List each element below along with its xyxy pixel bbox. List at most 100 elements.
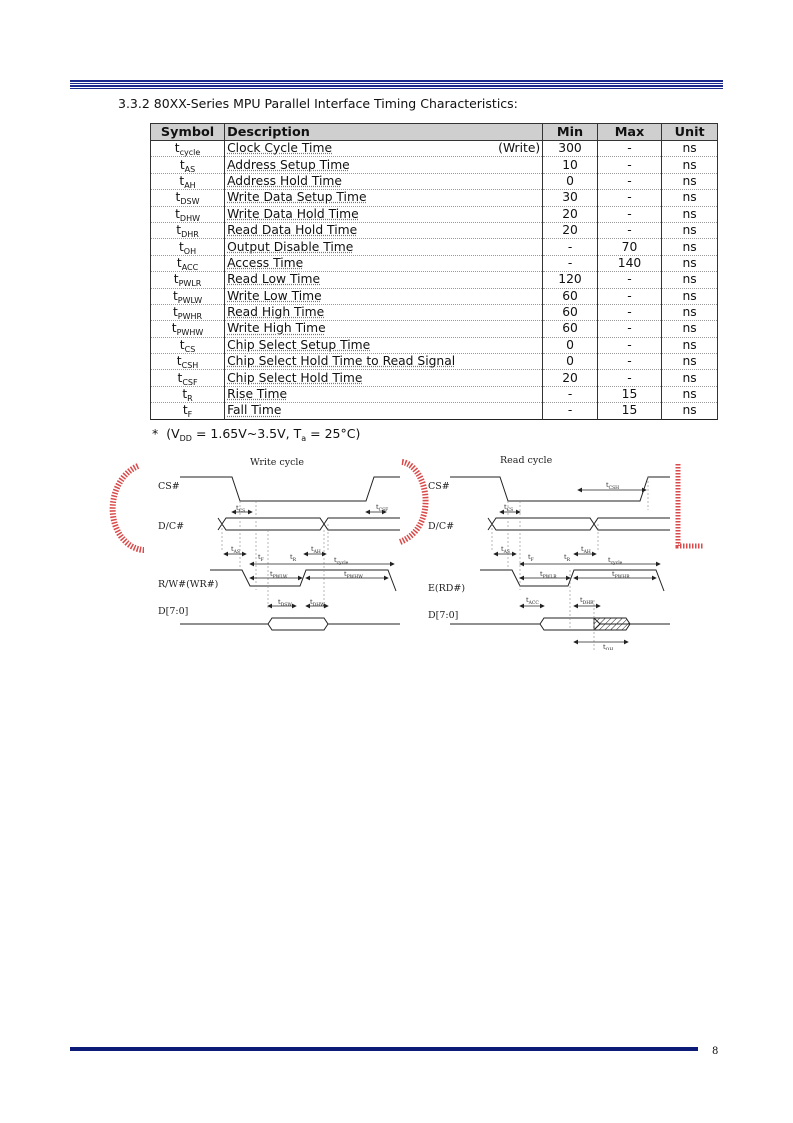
- svg-text:tAH: tAH: [311, 545, 321, 555]
- symbol-cell: tCSF: [149, 369, 226, 387]
- symbol-cell: tDSW: [149, 189, 226, 207]
- min-cell: -: [542, 238, 598, 256]
- min-cell: 300: [542, 140, 598, 158]
- read-data-hatch: [593, 617, 631, 631]
- unit-cell: ns: [661, 255, 718, 273]
- unit-cell: ns: [661, 304, 718, 322]
- svg-text:tR: tR: [564, 553, 571, 563]
- footer-rule: [70, 1047, 698, 1051]
- svg-text:tCSF: tCSF: [376, 503, 388, 513]
- section-title: 3.3.2 80XX-Series MPU Parallel Interface…: [118, 96, 518, 111]
- min-cell: -: [542, 402, 598, 420]
- min-cell: 60: [542, 304, 598, 322]
- symbol-cell: tAH: [149, 173, 226, 191]
- svg-text:tPWLW: tPWLW: [270, 570, 288, 580]
- description-cell: Chip Select Setup Time: [224, 337, 544, 355]
- read-cycle-title: Read cycle: [500, 455, 553, 466]
- read-tf-label: t: [528, 553, 531, 561]
- read-signal-rd: E(RD#): [428, 583, 465, 594]
- timing-diagram: Write cycle Read cycle CS# D/C# R/W#(WR#…: [100, 450, 720, 654]
- description-cell: Clock Cycle Time(Write): [224, 140, 544, 158]
- max-cell: -: [596, 222, 663, 240]
- read-tcs-sub: CS: [507, 507, 514, 513]
- min-cell: 10: [542, 156, 598, 174]
- unit-cell: ns: [661, 353, 718, 371]
- description-cell: Read High Time: [224, 304, 544, 322]
- svg-text:tF: tF: [258, 553, 264, 563]
- header-symbol: Symbol: [149, 123, 226, 141]
- unit-cell: ns: [661, 288, 718, 305]
- read-tcsh-label: t: [606, 481, 609, 489]
- symbol-main: t: [179, 337, 185, 352]
- max-cell: -: [596, 271, 663, 289]
- svg-text:tcycle: tcycle: [334, 556, 349, 566]
- write-tcs-label: t: [236, 504, 239, 512]
- symbol-cell: tPWHR: [149, 304, 226, 322]
- symbol-main: t: [173, 272, 179, 287]
- symbol-main: t: [178, 239, 184, 254]
- description-text: Chip Select Hold Time to Read Signal: [227, 354, 456, 369]
- description-cell: Write Data Setup Time: [224, 189, 544, 207]
- symbol-cell: tcycle: [149, 140, 226, 158]
- symbol-main: t: [175, 190, 181, 205]
- read-toh-sub: OH: [606, 647, 614, 650]
- write-tcsf-label: t: [376, 503, 379, 511]
- svg-text:tPWLR: tPWLR: [540, 570, 557, 580]
- symbol-main: t: [176, 223, 182, 238]
- svg-text:tF: tF: [528, 553, 534, 563]
- write-tah-label: t: [311, 545, 314, 553]
- description-cell: Address Hold Time: [224, 173, 544, 191]
- read-tdhr-sub: DHR: [583, 600, 595, 606]
- symbol-subscript: AS: [184, 164, 196, 174]
- max-cell: -: [596, 369, 663, 387]
- stamp-mark-left: [109, 463, 145, 553]
- footnote: * (VDD = 1.65V~3.5V, Ta = 25°C): [152, 426, 360, 443]
- description-text: Read High Time: [227, 305, 325, 320]
- unit-cell: ns: [661, 206, 718, 223]
- max-cell: -: [596, 320, 663, 338]
- unit-cell: ns: [661, 386, 718, 404]
- description-cell: Rise Time: [224, 386, 544, 404]
- timing-diagram-svg: Write cycle Read cycle CS# D/C# R/W#(WR#…: [109, 455, 704, 653]
- read-tas-label: t: [501, 545, 504, 553]
- min-cell: 20: [542, 206, 598, 223]
- write-tpwlw-label: t: [270, 570, 273, 578]
- symbol-main: t: [179, 173, 185, 188]
- symbol-subscript: ACC: [181, 262, 199, 272]
- symbol-cell: tDHW: [149, 206, 226, 223]
- stamp-mark-right: [675, 464, 704, 549]
- svg-text:tPWHW: tPWHW: [344, 570, 363, 580]
- max-cell: -: [596, 140, 663, 158]
- symbol-cell: tCSH: [149, 353, 226, 371]
- description-cell: Read Data Hold Time: [224, 222, 544, 240]
- header-unit: Unit: [661, 123, 718, 141]
- read-signal-cs: CS#: [428, 481, 450, 492]
- symbol-subscript: cycle: [179, 148, 201, 158]
- description-text: Chip Select Setup Time: [227, 337, 371, 352]
- min-cell: 20: [542, 369, 598, 387]
- unit-cell: ns: [661, 140, 718, 158]
- description-text: Read Low Time: [227, 272, 321, 287]
- symbol-subscript: DHW: [179, 213, 200, 223]
- unit-cell: ns: [661, 238, 718, 256]
- unit-cell: ns: [661, 337, 718, 355]
- write-tf-label: t: [258, 553, 261, 561]
- write-tr-label: t: [290, 553, 293, 561]
- header-description: Description: [224, 123, 544, 141]
- read-guide-lines: [491, 477, 649, 650]
- write-tah-sub: AH: [313, 549, 321, 555]
- read-tr-sub: R: [567, 557, 571, 563]
- symbol-main: t: [175, 206, 180, 221]
- symbol-subscript: PWLW: [177, 295, 203, 305]
- write-tpwlw-sub: PWLW: [273, 574, 288, 580]
- symbol-subscript: PWHR: [177, 312, 203, 322]
- symbol-subscript: CS: [184, 344, 196, 354]
- max-cell: -: [596, 173, 663, 191]
